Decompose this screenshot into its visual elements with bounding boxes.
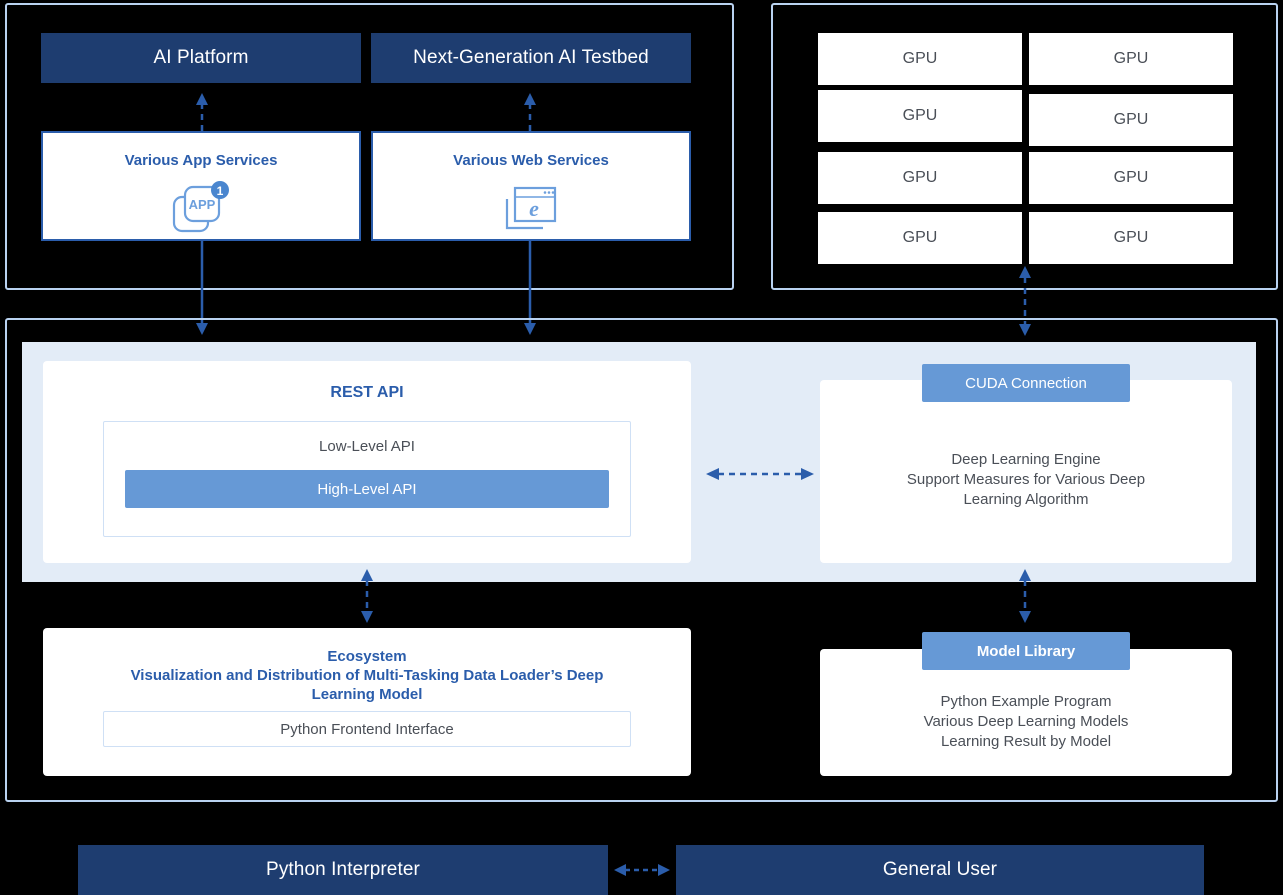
gpu-card-label: GPU (1113, 169, 1149, 186)
python-frontend-interface-box[interactable]: Python Frontend Interface (103, 711, 631, 747)
panel-ai-platform-group (5, 3, 734, 290)
gpu-card-label: GPU (902, 169, 938, 186)
gpu-card[interactable]: GPU (1029, 94, 1233, 146)
model-library-line: Learning Result by Model (940, 733, 1112, 750)
arrow-web-services-to-rest-api (521, 241, 539, 335)
gpu-card[interactable]: GPU (818, 90, 1022, 142)
arrow-web-services-to-testbed (521, 93, 539, 131)
rest-api-title: REST API (330, 384, 404, 401)
cuda-connection-label: CUDA Connection (965, 374, 1087, 392)
footer-python-interpreter[interactable]: Python Interpreter (78, 845, 608, 895)
engine-line: Learning Algorithm (963, 491, 1089, 508)
gpu-card-label: GPU (902, 50, 938, 67)
card-deep-learning-engine[interactable] (820, 380, 1232, 563)
deep-learning-engine-text: Deep Learning Engine Support Measures fo… (820, 450, 1232, 510)
cuda-connection-chip[interactable]: CUDA Connection (922, 364, 1130, 402)
engine-line: Deep Learning Engine (951, 451, 1101, 468)
gpu-card-label: GPU (1113, 50, 1149, 67)
arrow-engine-to-model-library (1016, 569, 1034, 623)
arrow-app-services-to-ai-platform (193, 93, 211, 131)
gpu-card[interactable]: GPU (1029, 152, 1233, 204)
gpu-card-label: GPU (1113, 229, 1149, 246)
arrow-rest-api-to-engine (706, 465, 814, 483)
gpu-card[interactable]: GPU (818, 212, 1022, 264)
gpu-card[interactable]: GPU (818, 33, 1022, 85)
arrow-app-services-to-rest-api (193, 241, 211, 335)
arrow-gpu-cluster-to-engine (1016, 266, 1034, 336)
card-various-web-services[interactable]: Various Web Services e (371, 131, 691, 241)
header-next-gen-testbed-label: Next-Generation AI Testbed (413, 47, 649, 68)
ecosystem-subtitle: Visualization and Distribution of Multi-… (130, 667, 604, 703)
footer-general-user-label: General User (882, 859, 998, 880)
python-frontend-interface-label: Python Frontend Interface (280, 720, 454, 738)
model-library-text: Python Example Program Various Deep Lear… (820, 692, 1232, 752)
gpu-card-label: GPU (902, 107, 938, 124)
svg-text:APP: APP (189, 197, 216, 212)
gpu-card[interactable]: GPU (818, 152, 1022, 204)
card-various-app-services-title: Various App Services (124, 152, 278, 169)
low-level-api-label: Low-Level API (319, 438, 415, 455)
card-ecosystem[interactable]: Ecosystem Visualization and Distribution… (43, 628, 691, 776)
model-library-label: Model Library (976, 642, 1076, 660)
panel-framework-core (5, 318, 1278, 802)
model-library-line: Various Deep Learning Models (923, 713, 1129, 730)
svg-text:e: e (529, 196, 539, 221)
footer-python-interpreter-label: Python Interpreter (266, 859, 420, 880)
header-ai-platform[interactable]: AI Platform (41, 33, 361, 83)
ecosystem-title: Ecosystem (327, 648, 407, 665)
gpu-card-label: GPU (1113, 111, 1149, 128)
arrow-rest-api-to-ecosystem (358, 569, 376, 623)
model-library-chip[interactable]: Model Library (922, 632, 1130, 670)
model-library-line: Python Example Program (940, 693, 1112, 710)
header-ai-platform-label: AI Platform (153, 47, 249, 68)
card-various-web-services-title: Various Web Services (453, 152, 609, 169)
high-level-api-label: High-Level API (317, 480, 417, 498)
browser-window-icon: e (501, 183, 565, 235)
gpu-card-label: GPU (902, 229, 938, 246)
card-model-library[interactable] (820, 649, 1232, 776)
app-stack-icon: APP 1 (171, 181, 235, 235)
arrow-interpreter-to-user (614, 861, 670, 879)
header-next-gen-testbed[interactable]: Next-Generation AI Testbed (371, 33, 691, 83)
engine-line: Support Measures for Various Deep (906, 471, 1146, 488)
high-level-api-bar[interactable]: High-Level API (125, 470, 609, 508)
gpu-card[interactable]: GPU (1029, 33, 1233, 85)
card-various-app-services[interactable]: Various App Services APP 1 (41, 131, 361, 241)
footer-general-user[interactable]: General User (676, 845, 1204, 895)
app-badge-count: 1 (217, 184, 224, 198)
gpu-card[interactable]: GPU (1029, 212, 1233, 264)
